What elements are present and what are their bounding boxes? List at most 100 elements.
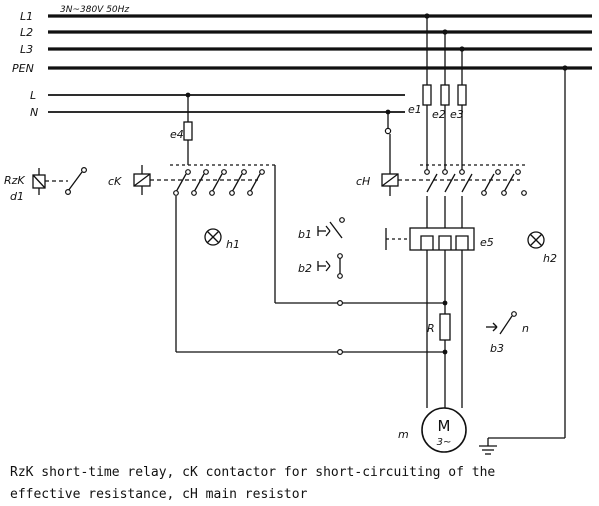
motor-phase: 3~ [437,437,452,448]
ch-term-6 [481,190,487,196]
supply-label: 3N~380V 50Hz [60,5,129,15]
ch-term-7 [501,190,507,196]
relay-coil-diag [32,174,46,189]
bus-label-n: N [30,106,38,119]
ck-contact-5 [249,173,261,193]
ck-term-6 [173,190,179,196]
e5-loop-2 [438,235,452,250]
caption-line-1: RzK short-time relay, cK contactor for s… [10,465,496,480]
label-h2: h2 [543,252,557,265]
contactor-ch [381,134,528,196]
ck-term-2 [203,169,209,175]
button-b3 [486,311,517,335]
b1-term [339,217,345,223]
b2-head2 [325,265,331,272]
ch-term-5 [515,169,521,175]
fuse-e1 [422,84,432,106]
label-h1: h1 [226,238,240,251]
terminal-mid [337,300,344,307]
r-node-top [442,300,448,306]
ck-term-3 [221,169,227,175]
ch-term-2 [442,169,448,175]
fuses-main [422,84,467,172]
terminal-low [337,349,344,356]
ch-contact-2 [444,173,456,193]
label-e3: e3 [450,108,464,121]
terminal-n [384,127,392,135]
button-b1 [317,217,345,239]
ch-term-1 [424,169,430,175]
relay-contact [67,171,83,192]
b3-head2 [492,326,498,332]
r-node-bottom [442,349,448,355]
b1-contact [329,221,343,239]
ch-term-4 [495,169,501,175]
label-rzk: RzK [4,174,25,187]
lamp-h2 [527,231,545,249]
pen-ground-wire [488,68,566,439]
ck-contact-4 [231,173,243,193]
label-e1: e1 [408,103,422,116]
ch-contact-5 [503,173,515,193]
fuse-e2 [440,84,450,106]
bus-label-l: L [30,89,36,102]
ch-contact-4 [483,173,495,193]
ck-contact-1 [175,173,187,193]
label-e5: e5 [480,236,494,249]
ck-term-4 [241,169,247,175]
ch-contact-1 [426,173,438,193]
ch-contact-3 [461,173,473,193]
r-body [439,313,451,341]
e5-body [409,227,475,251]
ck-coil-diag [133,173,151,187]
b1-head1 [325,225,331,232]
label-d1: d1 [10,190,24,203]
b2-term-top [337,253,343,259]
ck-term-7 [191,190,197,196]
control-wiring [183,92,392,165]
ck-term-5 [259,169,265,175]
relay-term-top [80,167,87,174]
b3-contact [499,315,513,335]
node-l2 [442,29,448,35]
b2-head1 [325,260,331,267]
b2-term-bottom [337,273,343,279]
ch-term-3 [459,169,465,175]
ground-icon [479,438,497,455]
label-b3: b3 [490,342,504,355]
ck-contact-2 [193,173,205,193]
label-e4: e4 [170,128,184,141]
e5-loop-1 [420,235,434,250]
label-ch: cH [356,175,370,188]
b3-head1 [492,322,498,328]
bus-label-pen: PEN [12,62,34,75]
bus-label-l3: L3 [20,43,33,56]
lamp-h1 [204,228,222,246]
label-ck: cK [108,175,122,188]
ch-coil-diag [381,173,399,187]
label-r: R [427,322,435,335]
fuse-e4 [183,121,193,141]
node-l1 [424,13,430,19]
b3-term [511,311,517,317]
bus-lines [48,14,592,113]
bus-label-l1: L1 [20,10,33,23]
b1-head2 [325,230,331,237]
figure-caption: RzK short-time relay, cK contactor for s… [10,462,595,506]
label-b2: b2 [298,262,312,275]
e5-loop-3 [455,235,469,250]
relay-term-bottom [64,189,71,196]
label-e2: e2 [432,108,446,121]
caption-line-2: effective resistance, cH main resistor [10,487,308,502]
ch-term-8 [521,190,527,196]
bus-label-l2: L2 [20,26,33,39]
label-m: m [398,428,409,441]
ck-term-8 [209,190,215,196]
phase-drops [424,13,568,85]
overload-e5 [385,196,475,408]
contactor-ck [133,164,445,353]
label-n: n [522,322,529,335]
fuse-e3 [457,84,467,106]
lamp-h1-x2 [206,230,220,244]
